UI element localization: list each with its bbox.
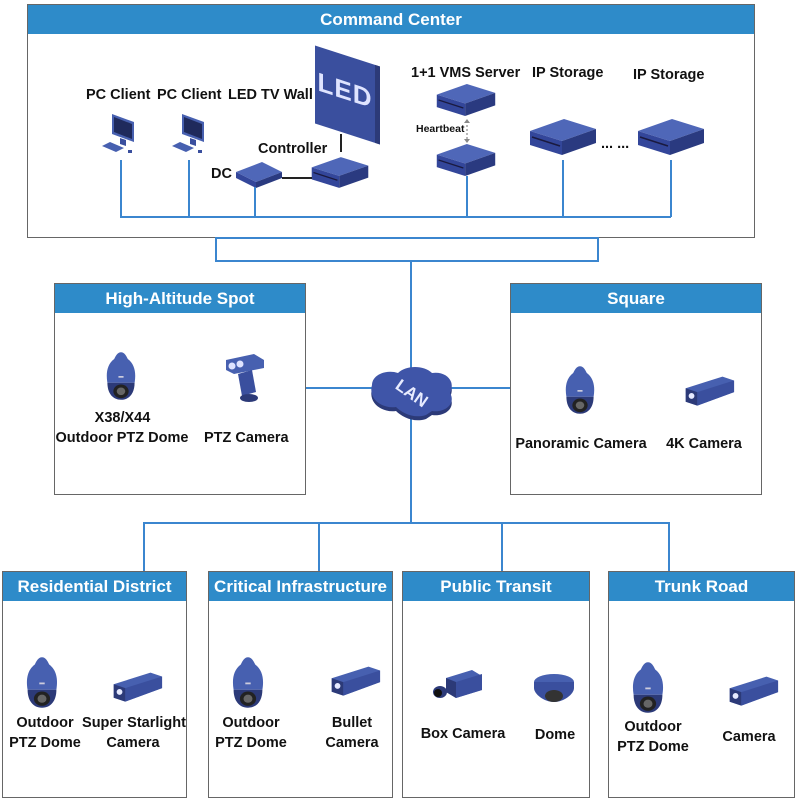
drop-critical [318, 522, 320, 572]
trunk-title: Trunk Road [609, 572, 794, 601]
panoramic-camera-icon [563, 364, 597, 416]
dome-camera-icon [534, 674, 574, 702]
trunk-device-1-line1: Outdoor [624, 719, 682, 735]
pc-client-icon-1 [100, 112, 140, 162]
uplink-horizontal [215, 260, 599, 262]
transit-device-2-label: Dome [534, 727, 576, 743]
link-vms [466, 176, 468, 217]
trunk-device-1-line2: PTZ Dome [617, 739, 689, 755]
heartbeat-arrow-icon [464, 119, 470, 143]
command-uplink-bar [215, 237, 599, 239]
link-storage2 [670, 160, 672, 217]
trunk-device-2-label: Camera [722, 729, 776, 745]
heartbeat-label: Heartbeat [416, 123, 465, 135]
dc-label: DC [211, 166, 232, 182]
ha-device-1-line2: Outdoor PTZ Dome [55, 430, 189, 446]
res-device-1-line2: PTZ Dome [9, 735, 81, 751]
link-pc1 [120, 160, 122, 217]
res-device-2-line2: Camera [106, 735, 160, 751]
square-device-1-label: Panoramic Camera [515, 436, 647, 452]
ha-device-1-line1: X38/X44 [94, 410, 151, 426]
trunk-camera-icon [722, 674, 780, 714]
residential-title: Residential District [3, 572, 186, 601]
transit-device-1-label: Box Camera [420, 726, 506, 742]
pc-client-label-1: PC Client [86, 87, 151, 103]
ip-storage-icon-2 [636, 112, 706, 162]
storage-ellipsis: ... ... [601, 136, 630, 152]
ip-storage-label-2: IP Storage [633, 67, 705, 83]
4k-camera-icon [678, 374, 736, 414]
square-title: Square [511, 284, 761, 313]
command-center-bus [120, 216, 671, 218]
res-device-2-line1: Super Starlight [82, 715, 186, 731]
outdoor-ptz-dome-icon [104, 350, 138, 402]
crit-device-1-line1: Outdoor [222, 715, 280, 731]
link-pc2 [188, 160, 190, 217]
box-camera-icon [433, 670, 482, 698]
res-ptz-dome-icon [24, 655, 60, 710]
dc-icon [236, 162, 282, 188]
high-altitude-title: High-Altitude Spot [55, 284, 305, 313]
critical-title: Critical Infrastructure [209, 572, 392, 601]
res-device-1-line1: Outdoor [16, 715, 74, 731]
controller-icon [310, 150, 370, 195]
led-tv-wall-label: LED TV Wall [228, 87, 313, 103]
link-dc [254, 187, 256, 217]
lower-distribution-bar [143, 522, 669, 524]
square-device-2-label: 4K Camera [666, 436, 742, 452]
dc-to-controller-link [282, 177, 312, 179]
command-center-box: Command Center [27, 4, 755, 238]
command-center-title: Command Center [28, 5, 754, 34]
lan-cloud-icon: LAN [371, 367, 452, 421]
ip-storage-icon-1 [528, 112, 598, 162]
uplink-right [597, 237, 599, 261]
ptz-camera-icon [226, 354, 264, 402]
drop-residential [143, 522, 145, 572]
bullet-camera-icon [324, 664, 382, 704]
super-starlight-camera-icon [106, 670, 164, 710]
ha-device-2-label: PTZ Camera [204, 430, 289, 446]
vms-server-primary-icon [435, 82, 497, 118]
led-to-controller-link [340, 134, 342, 152]
led-wall-text: LED [317, 66, 373, 115]
crit-device-1-line2: PTZ Dome [215, 735, 287, 751]
vms-server-backup-icon [435, 142, 497, 178]
crit-ptz-dome-icon [230, 655, 266, 710]
crit-device-2-line1: Bullet [331, 715, 373, 731]
pc-client-icon-2 [170, 112, 210, 162]
vms-server-label: 1+1 VMS Server [411, 65, 521, 81]
link-storage1 [562, 160, 564, 217]
trunk-ptz-dome-icon [630, 660, 666, 715]
drop-trunk [668, 522, 670, 572]
drop-transit [501, 522, 503, 572]
crit-device-2-line2: Camera [325, 735, 379, 751]
controller-label: Controller [258, 141, 328, 157]
high-altitude-box: High-Altitude Spot [54, 283, 306, 495]
transit-title: Public Transit [403, 572, 589, 601]
pc-client-label-2: PC Client [157, 87, 222, 103]
uplink-left [215, 237, 217, 261]
ip-storage-label-1: IP Storage [532, 65, 604, 81]
